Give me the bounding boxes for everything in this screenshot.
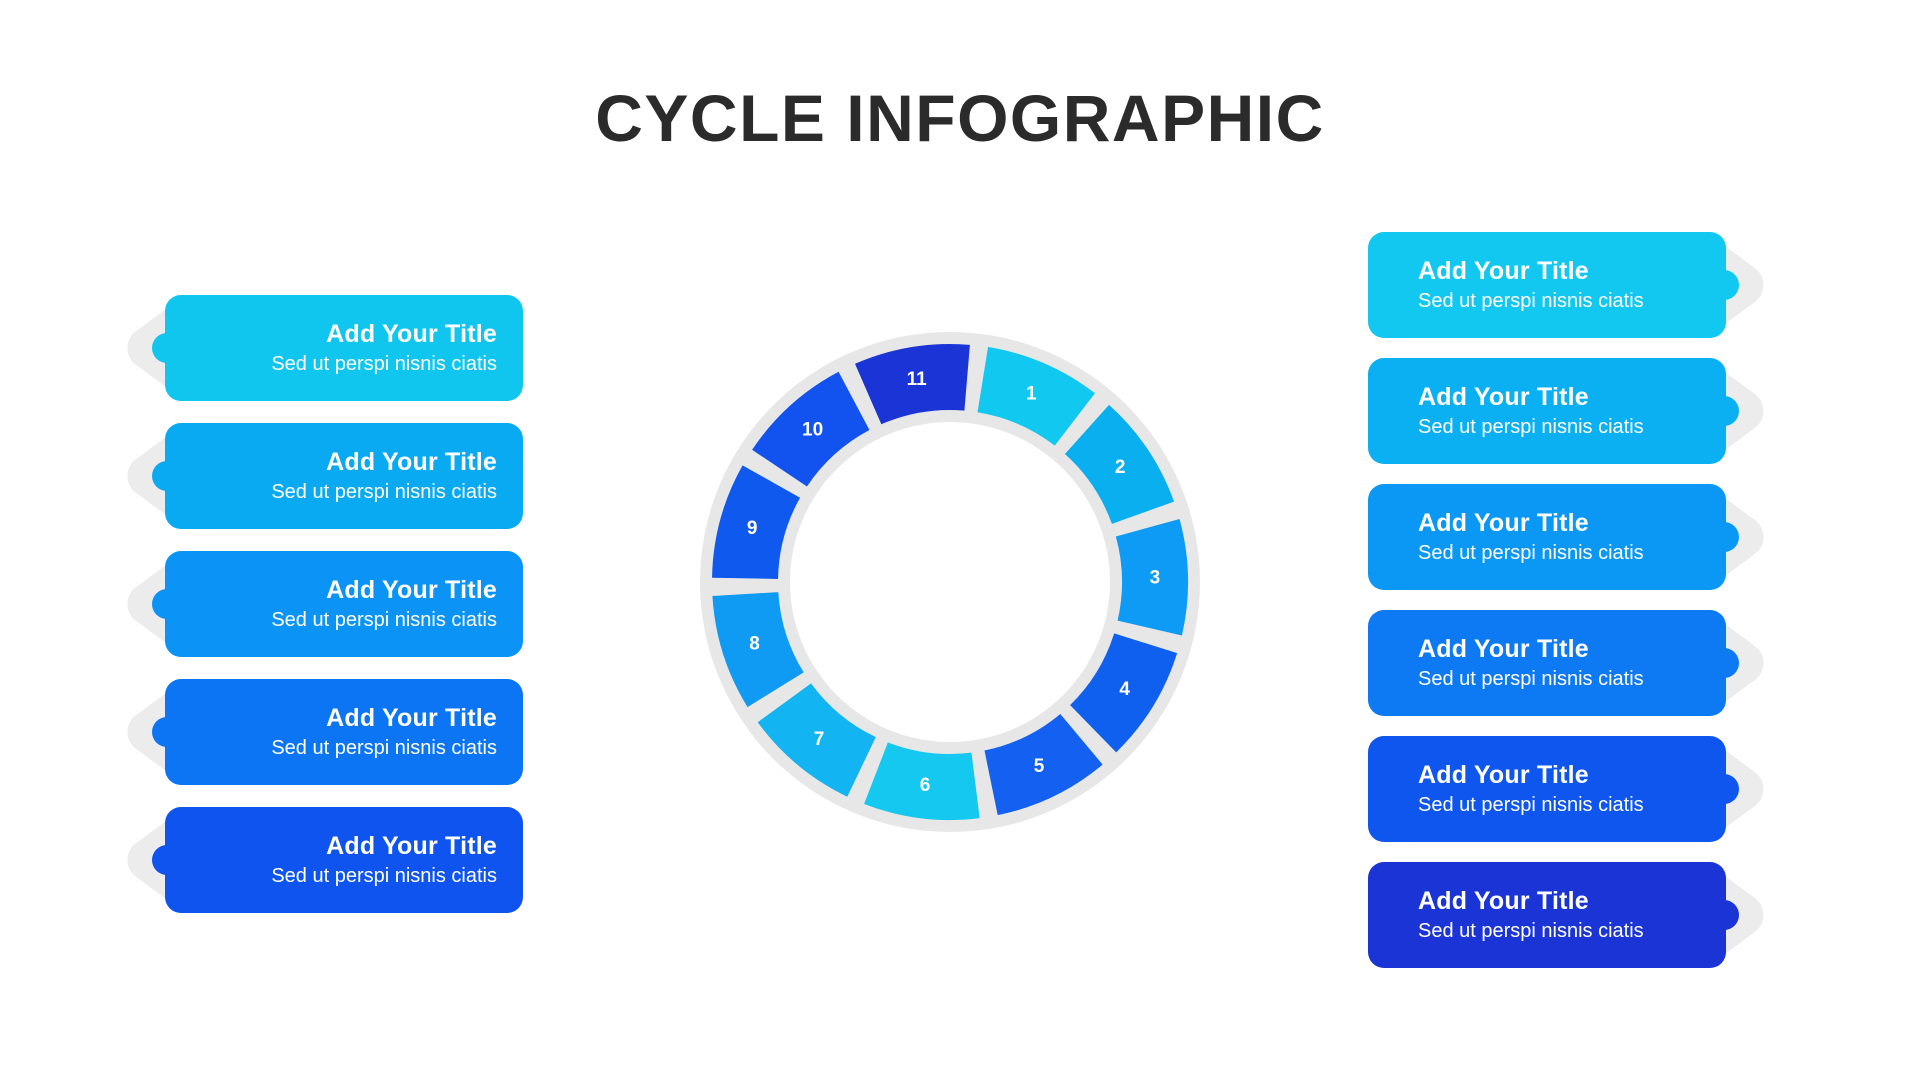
card-connector-knob: [1709, 900, 1739, 930]
page-title: CYCLE INFOGRAPHIC: [595, 81, 1325, 155]
info-card-description: Sed ut perspi nisnis ciatis: [1418, 667, 1644, 690]
info-card-title: Add Your Title: [1418, 508, 1589, 537]
info-card-description: Sed ut perspi nisnis ciatis: [271, 736, 497, 759]
donut-segment-3[interactable]: [1115, 519, 1188, 636]
donut-segment-11[interactable]: [854, 344, 970, 425]
info-card-description: Sed ut perspi nisnis ciatis: [271, 864, 497, 887]
info-card-description: Sed ut perspi nisnis ciatis: [271, 480, 497, 503]
card-connector-knob: [1709, 396, 1739, 426]
info-card-title: Add Your Title: [326, 575, 497, 604]
info-card-title: Add Your Title: [1418, 760, 1589, 789]
info-card-title: Add Your Title: [326, 319, 497, 348]
donut-segment-label-10: 10: [802, 419, 823, 440]
info-card-title: Add Your Title: [1418, 382, 1589, 411]
card-connector-knob: [152, 589, 182, 619]
info-card-description: Sed ut perspi nisnis ciatis: [271, 352, 497, 375]
info-card-title: Add Your Title: [326, 447, 497, 476]
card-connector-knob: [152, 461, 182, 491]
donut-segment-4[interactable]: [1070, 633, 1178, 753]
info-card-description: Sed ut perspi nisnis ciatis: [1418, 793, 1644, 816]
donut-segment-8[interactable]: [712, 592, 804, 708]
card-connector-knob: [152, 333, 182, 363]
donut-segment-label-2: 2: [1115, 457, 1126, 478]
donut-segment-2[interactable]: [1064, 404, 1175, 524]
info-card-description: Sed ut perspi nisnis ciatis: [1418, 919, 1644, 942]
donut-segment-10[interactable]: [752, 371, 870, 487]
card-connector-knob: [1709, 774, 1739, 804]
info-card-title: Add Your Title: [1418, 634, 1589, 663]
card-connector-knob: [1709, 270, 1739, 300]
card-connector-knob: [1709, 522, 1739, 552]
info-card-title: Add Your Title: [326, 831, 497, 860]
donut-segment-label-4: 4: [1119, 679, 1130, 700]
donut-segment-9[interactable]: [712, 465, 801, 579]
info-card-title: Add Your Title: [326, 703, 497, 732]
donut-segment-7[interactable]: [757, 683, 876, 797]
info-card-description: Sed ut perspi nisnis ciatis: [1418, 415, 1644, 438]
donut-segment-6[interactable]: [864, 742, 980, 821]
donut-segment-label-8: 8: [749, 633, 760, 654]
donut-segment-label-3: 3: [1150, 567, 1161, 588]
card-connector-knob: [1709, 648, 1739, 678]
donut-segment-1[interactable]: [977, 347, 1095, 446]
donut-segment-5[interactable]: [984, 713, 1103, 816]
info-card-title: Add Your Title: [1418, 256, 1589, 285]
donut-svg: 1 2 3 4 5 6 7 8 9 10 11: [700, 332, 1200, 832]
cycle-donut-chart: 1 2 3 4 5 6 7 8 9 10 11: [650, 282, 1250, 882]
info-card-description: Sed ut perspi nisnis ciatis: [271, 608, 497, 631]
card-connector-knob: [152, 717, 182, 747]
card-connector-knob: [152, 845, 182, 875]
donut-segment-label-6: 6: [920, 775, 931, 796]
donut-segment-label-9: 9: [747, 518, 758, 539]
donut-segment-label-11: 11: [907, 369, 928, 390]
info-card-description: Sed ut perspi nisnis ciatis: [1418, 541, 1644, 564]
donut-segment-label-5: 5: [1034, 756, 1045, 777]
donut-segment-label-7: 7: [814, 729, 825, 750]
info-card-description: Sed ut perspi nisnis ciatis: [1418, 289, 1644, 312]
info-card-title: Add Your Title: [1418, 886, 1589, 915]
donut-segment-label-1: 1: [1026, 383, 1037, 404]
